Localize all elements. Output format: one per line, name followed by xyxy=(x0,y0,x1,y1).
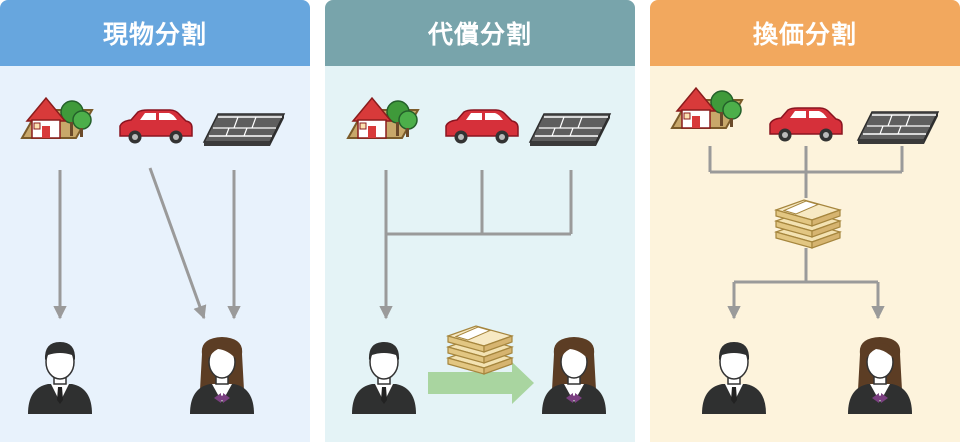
woman-heir-icon xyxy=(541,336,607,415)
house-land-icon xyxy=(21,97,93,139)
money-bundle-icon xyxy=(775,199,841,249)
car-icon xyxy=(445,109,519,145)
man-heir-icon xyxy=(701,341,767,415)
man-heir-icon xyxy=(351,341,417,415)
house-land-icon xyxy=(347,97,419,139)
parking-lot-icon xyxy=(203,113,285,147)
car-icon xyxy=(119,109,193,145)
woman-heir-icon xyxy=(189,336,255,415)
man-heir-icon xyxy=(27,341,93,415)
panel-title: 代償分割 xyxy=(325,0,635,66)
parking-lot-icon xyxy=(857,111,939,145)
panel-title: 換価分割 xyxy=(650,0,960,66)
panel-title: 現物分割 xyxy=(0,0,310,66)
house-land-icon xyxy=(671,87,743,129)
panel2-connectors xyxy=(379,170,573,320)
parking-lot-icon xyxy=(529,113,611,147)
panel3-connectors xyxy=(708,146,904,320)
payment-arrow xyxy=(428,362,534,404)
panel1-connectors xyxy=(53,167,241,320)
car-icon xyxy=(769,107,843,143)
money-bundle-icon xyxy=(447,325,513,375)
woman-heir-icon xyxy=(847,336,913,415)
